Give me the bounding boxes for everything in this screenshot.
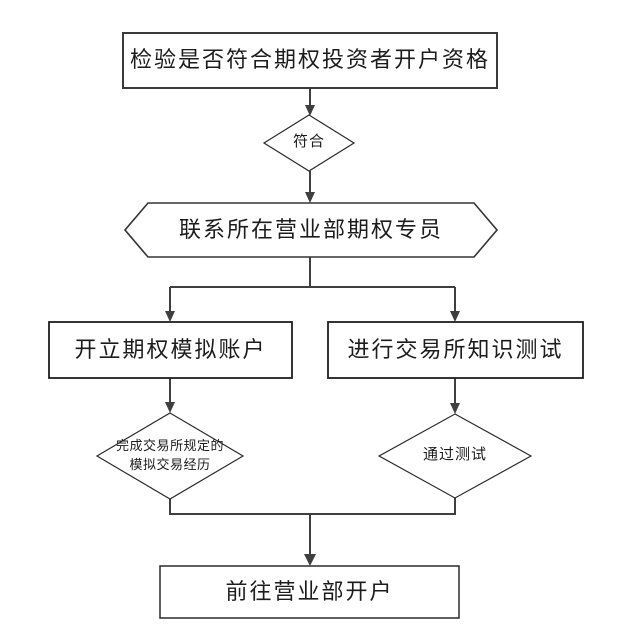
arrowhead-icon: [165, 311, 175, 322]
node-label-check-eligibility: 检验是否符合期权投资者开户资格: [129, 47, 490, 73]
connector-merge-to-final: [169, 498, 456, 566]
node-shape-open-account: [159, 565, 460, 619]
node-shape-exchange-knowledge-test: [327, 321, 584, 379]
connector-contact-branch: [165, 257, 460, 322]
node-label-open-sim-account: 开立期权模拟账户: [74, 336, 267, 362]
connector-sim-to-experience: [165, 378, 175, 413]
node-label-exchange-knowledge-test: 进行交易所知识测试: [347, 336, 564, 362]
arrowhead-icon: [165, 402, 175, 413]
node-label-sim-trading-experience: 完成交易所规定的 模拟交易经历: [97, 413, 243, 499]
node-shape-sim-trading-experience: [95, 412, 245, 500]
node-shape-pass-test: [377, 413, 533, 499]
node-shape-open-sim-account: [48, 321, 293, 379]
connector-eligible-to-contact: [305, 171, 315, 203]
arrowhead-icon: [450, 311, 460, 322]
arrowhead-icon: [304, 554, 316, 566]
node-shape-eligible: [262, 114, 356, 172]
arrowhead-icon: [305, 105, 315, 116]
arrowhead-icon: [450, 403, 460, 414]
connector-test-to-pass: [450, 378, 460, 414]
node-label-open-account: 前往营业部开户: [225, 578, 394, 604]
arrowhead-icon: [305, 192, 315, 203]
node-shape-contact-specialist: [123, 202, 499, 258]
node-label-line: 模拟交易经历: [129, 457, 211, 472]
node-label-pass-test: 通过测试: [422, 447, 487, 464]
connector-check-to-eligible: [305, 88, 315, 116]
node-label-line: 完成交易所规定的: [115, 438, 224, 454]
node-label-eligible: 符合: [292, 134, 325, 151]
node-label-contact-specialist: 联系所在营业部期权专员: [178, 216, 443, 242]
node-shape-check-eligibility: [122, 32, 498, 89]
